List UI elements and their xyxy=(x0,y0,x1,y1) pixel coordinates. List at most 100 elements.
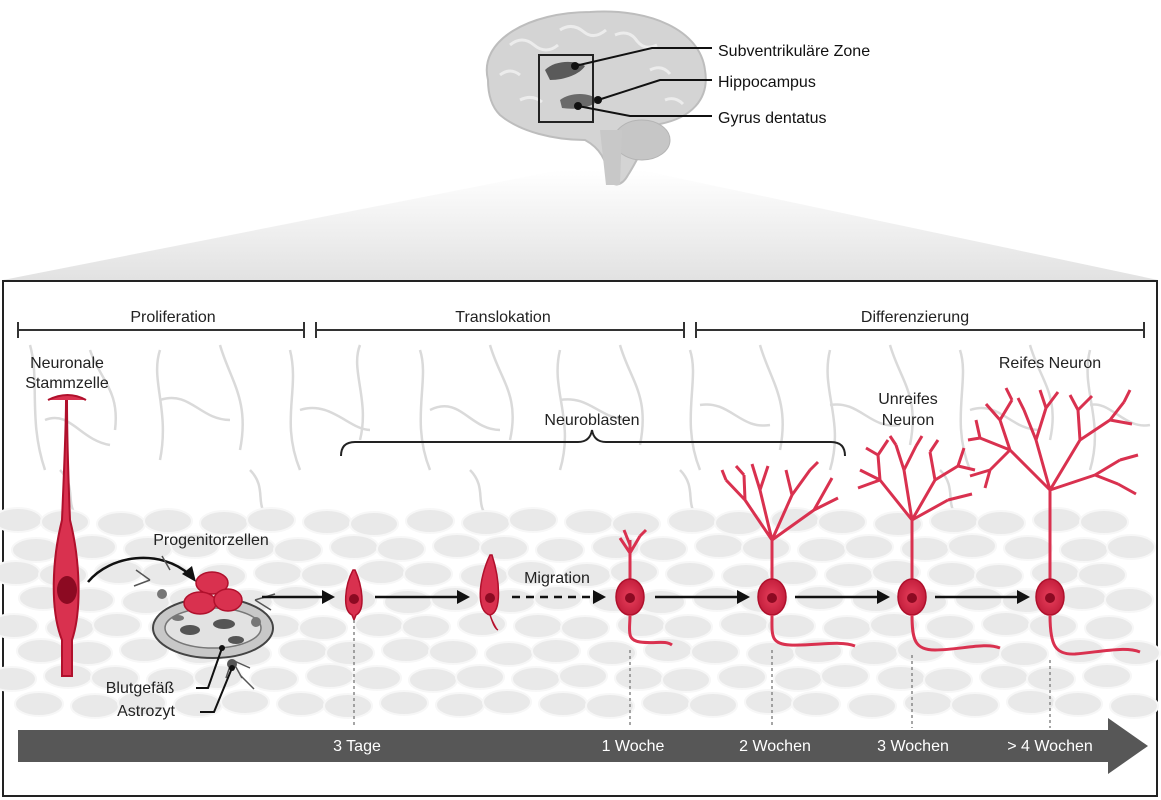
tissue-cell xyxy=(667,508,717,534)
tissue-cell xyxy=(484,641,534,667)
label-gyrus-dentatus: Gyrus dentatus xyxy=(718,110,827,127)
tissue-cell xyxy=(482,689,532,715)
progenitor-cell xyxy=(213,588,243,612)
tissue-cell xyxy=(435,692,485,718)
tissue-cell xyxy=(927,561,977,587)
tissue-cell xyxy=(381,637,431,663)
tissue-cell xyxy=(869,612,919,638)
tissue-cell xyxy=(349,511,399,537)
tissue-cell xyxy=(220,689,270,715)
tissue-cell xyxy=(405,508,455,534)
tissue-cell xyxy=(1003,535,1053,561)
tissue-cell xyxy=(383,589,433,615)
tissue-cell xyxy=(379,690,429,716)
phase-differenzierung: Differenzierung xyxy=(861,309,969,326)
tissue-cell xyxy=(1109,693,1159,719)
tissue-cell xyxy=(923,667,973,693)
tissue-cell xyxy=(354,612,404,638)
tissue-cell xyxy=(661,667,711,693)
astrocyte-pointer xyxy=(200,667,233,713)
tissue-cell xyxy=(276,691,326,717)
tissue-cell xyxy=(665,561,715,587)
zoom-box xyxy=(538,54,594,123)
tissue-cell xyxy=(457,611,507,637)
tissue-cell xyxy=(719,611,769,637)
label-stem-cell-line2: Stammzelle xyxy=(25,375,109,392)
time-3-tage: 3 Tage xyxy=(333,738,381,755)
tissue-cell xyxy=(611,511,661,537)
tissue-cell xyxy=(0,560,41,586)
progenitor-cell xyxy=(195,571,229,595)
tissue-cell xyxy=(744,689,794,715)
tissue-cell xyxy=(690,639,740,665)
zoom-cone xyxy=(3,170,1158,280)
tissue-cell xyxy=(947,533,997,559)
tissue-cell xyxy=(455,664,505,690)
migration-arrows xyxy=(262,590,1030,604)
tissue-cell xyxy=(929,508,979,534)
neuroblast-brace xyxy=(340,429,846,457)
tissue-cell xyxy=(954,586,1004,612)
tissue-cell xyxy=(92,612,142,638)
tissue-cell xyxy=(692,586,742,612)
tissue-cell xyxy=(506,560,556,586)
tissue-cell xyxy=(403,561,453,587)
tissue-cell xyxy=(329,534,379,560)
label-progenitor: Progenitorzellen xyxy=(153,532,269,549)
tissue-cell xyxy=(1032,507,1082,533)
tissue-cell xyxy=(461,510,511,536)
tissue-cell xyxy=(323,693,373,719)
tissue-cell xyxy=(356,559,406,585)
tissue-cell xyxy=(641,690,691,716)
tissue-cell xyxy=(428,639,478,665)
tissue-cell xyxy=(876,665,926,691)
phase-brackets xyxy=(17,322,1145,338)
tissue-cell xyxy=(376,536,426,562)
tissue-cell xyxy=(688,692,738,718)
tissue-cell xyxy=(714,510,764,536)
tissue-cell xyxy=(325,640,375,666)
cerebellum xyxy=(613,119,671,161)
tissue-cell xyxy=(117,690,167,716)
tissue-cell xyxy=(70,693,120,719)
tissue-cell xyxy=(408,667,458,693)
tissue-cell xyxy=(1026,666,1076,692)
label-stem-cell-line1: Neuronale xyxy=(30,355,104,372)
tissue-cell xyxy=(871,559,921,585)
tissue-cell xyxy=(305,663,355,689)
time-3-wochen: 3 Wochen xyxy=(877,738,949,755)
tissue-cell xyxy=(0,613,39,639)
tissue-cell xyxy=(16,638,66,664)
tissue-cell xyxy=(616,612,666,638)
brainstem xyxy=(600,130,622,185)
tissue-cell xyxy=(0,507,43,533)
tissue-cell xyxy=(663,614,713,640)
tissue-cell xyxy=(979,664,1029,690)
tissue-cell xyxy=(824,562,874,588)
stem-to-progenitor-arrow xyxy=(87,556,191,583)
progenitor-cell xyxy=(183,591,217,615)
blood-vessel-pointer xyxy=(196,647,223,689)
tissue-cell xyxy=(143,508,193,534)
tissue-cell xyxy=(1082,663,1132,689)
tissue-cell xyxy=(300,562,350,588)
tissue-cell xyxy=(976,510,1026,536)
tissue-cell xyxy=(302,509,352,535)
tissue-cell xyxy=(1111,640,1161,666)
label-astrocyte: Astrozyt xyxy=(117,703,175,720)
label-neuroblasten: Neuroblasten xyxy=(544,412,639,429)
label-hippocampus: Hippocampus xyxy=(718,74,816,91)
tissue-cell xyxy=(822,615,872,641)
tissue-cell xyxy=(253,560,303,586)
tissue-cell xyxy=(479,535,529,561)
tissue-cell xyxy=(96,511,146,537)
tissue-cell xyxy=(119,637,169,663)
tissue-cell xyxy=(820,663,870,689)
neuroblast-migrating xyxy=(479,554,500,631)
tissue-cell xyxy=(981,611,1031,637)
tissue-cell xyxy=(974,563,1024,589)
tissue-cell xyxy=(694,533,744,559)
tissue-cell xyxy=(587,640,637,666)
tissue-cell xyxy=(766,613,816,639)
tissue-cell xyxy=(0,666,37,692)
